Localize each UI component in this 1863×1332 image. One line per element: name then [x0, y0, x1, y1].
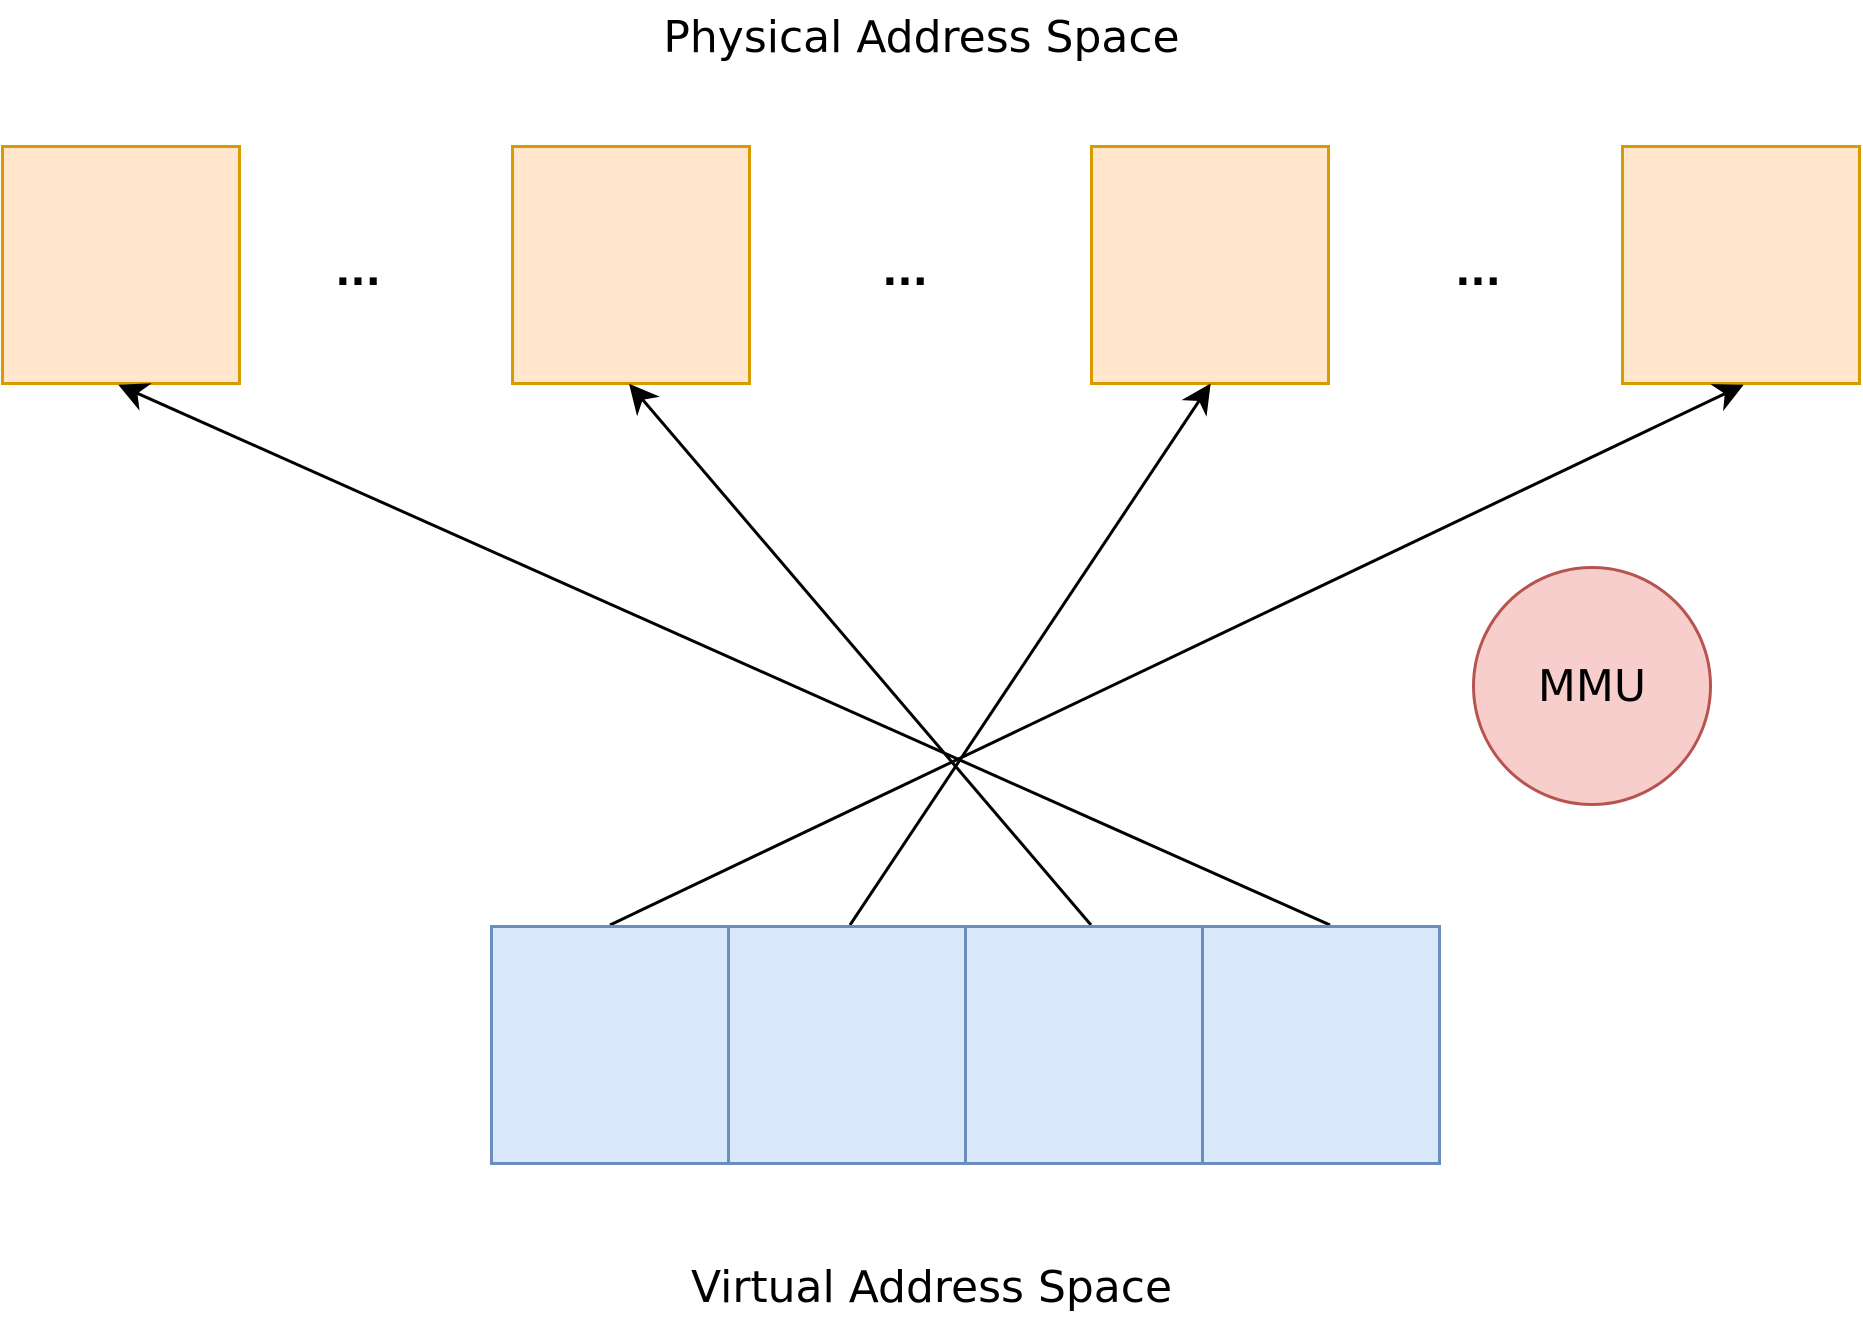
mapping-arrow-v4-to-p1: [118, 383, 1331, 927]
ellipsis-label: ...: [882, 249, 928, 295]
mapping-arrow-v3-to-p2: [629, 383, 1093, 926]
mmu-circle: MMU: [1472, 566, 1712, 806]
virtual-page-cell: [964, 925, 1204, 1165]
mmu-label: MMU: [1537, 660, 1647, 712]
virtual-page-cell: [490, 925, 730, 1165]
ellipsis-label: ...: [1455, 249, 1501, 295]
physical-page-block: [1090, 145, 1330, 385]
virtual-page-cell: [727, 925, 967, 1165]
physical-page-block: [511, 145, 751, 385]
physical-page-block: [1, 145, 241, 385]
physical-address-space-title: Physical Address Space: [663, 12, 1180, 63]
physical-page-block: [1621, 145, 1861, 385]
mapping-arrow-v2-to-p3: [848, 383, 1211, 926]
virtual-page-cell: [1201, 925, 1441, 1165]
virtual-address-row: [490, 925, 1441, 1165]
ellipsis-label: ...: [335, 249, 381, 295]
virtual-address-space-title: Virtual Address Space: [690, 1262, 1173, 1313]
